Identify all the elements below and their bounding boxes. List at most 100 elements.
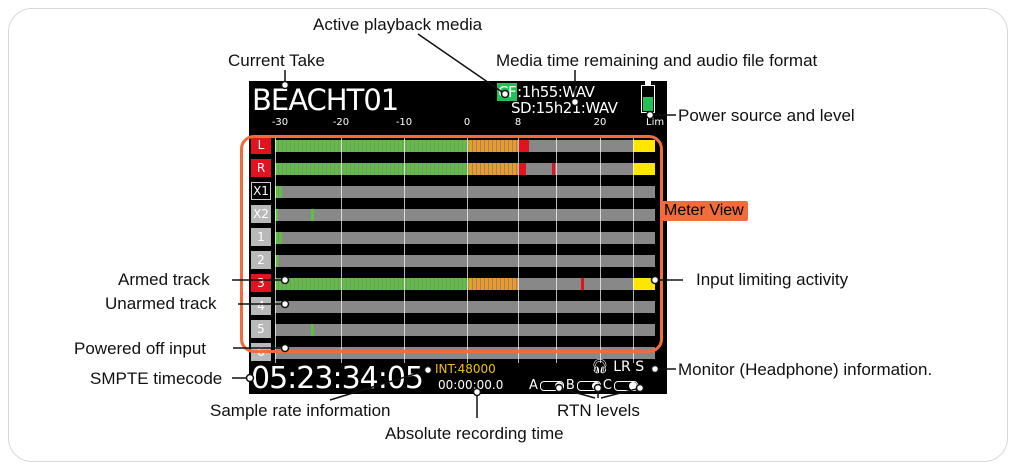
meter-gridline — [633, 135, 634, 363]
meter-row: L — [249, 135, 667, 155]
level-red — [518, 163, 526, 175]
meter-bar — [275, 232, 655, 244]
meter-row: 3 — [249, 273, 667, 293]
meter-bar — [275, 186, 655, 198]
track-label[interactable]: 2 — [251, 251, 271, 269]
meter-gridline — [404, 135, 405, 363]
track-label[interactable]: X2 — [251, 205, 271, 223]
rtn-a-label: A — [529, 378, 538, 393]
leader-dot-armed-track — [280, 275, 290, 285]
meter-gridline — [467, 135, 468, 363]
label-active-playback-media: Active playback media — [313, 15, 483, 34]
scale-tick-label: 8 — [514, 117, 522, 128]
track-label[interactable]: L — [251, 136, 271, 154]
battery-level-fill — [643, 97, 653, 111]
label-sample-rate-info: Sample rate information — [210, 401, 391, 420]
rtn-b-label: B — [565, 378, 575, 393]
meter-row: R — [249, 158, 667, 178]
meter-gridline — [341, 135, 342, 363]
meter-bar — [275, 278, 655, 290]
meter-gridline — [556, 135, 557, 363]
peak-hold-marker — [311, 209, 315, 221]
leader-dot-monitor — [650, 364, 660, 374]
label-powered-off-input: Powered off input — [74, 339, 206, 358]
leader-dot-media-time — [570, 97, 580, 107]
meter-bar — [275, 140, 655, 152]
leader-dot-current-take — [280, 80, 290, 90]
scale-tick-label: -30 — [271, 117, 289, 128]
absolute-time: 00:00:00.0 — [438, 378, 504, 392]
meter-row: 1 — [249, 227, 667, 247]
meter-bar — [275, 163, 655, 175]
label-media-time-remaining: Media time remaining and audio file form… — [496, 51, 818, 70]
label-rtn-levels: RTN levels — [557, 401, 640, 420]
meter-bar — [275, 324, 655, 336]
sample-rate: INT:48000 — [435, 362, 496, 376]
level-orange — [468, 163, 519, 175]
track-label[interactable]: R — [251, 159, 271, 177]
meter-bar — [275, 255, 655, 267]
peak-hold-marker — [525, 140, 529, 152]
leader-sample-rate — [329, 369, 429, 401]
meter-gridline — [518, 135, 519, 363]
leader-rtn-c — [600, 387, 641, 399]
smpte-timecode: 05:23:34:05 — [251, 361, 424, 394]
leader-dot-powered-off — [280, 343, 290, 353]
leader-dot-rtn-a — [554, 383, 564, 393]
leader-dot-rtn-c — [635, 383, 645, 393]
leader-dot-rtn-b — [593, 383, 603, 393]
leader-dot-power — [645, 110, 655, 120]
label-unarmed-track: Unarmed track — [105, 294, 217, 313]
track-label[interactable]: 3 — [251, 274, 271, 292]
track-label[interactable]: 1 — [251, 228, 271, 246]
meter-gridline — [275, 135, 276, 363]
leader-dot-active-media — [500, 89, 510, 99]
meter-bar — [275, 209, 655, 221]
leader-dot-input-limiting — [650, 275, 660, 285]
level-green — [275, 140, 469, 152]
headphone-icon: 🎧︎ — [591, 359, 609, 375]
monitor-info: 🎧︎ LR S — [591, 359, 644, 375]
meter-row: X2 — [249, 204, 667, 224]
monitor-mode: LR S — [613, 359, 645, 375]
scale-tick-label: -20 — [332, 117, 350, 128]
peak-hold-marker — [311, 324, 315, 336]
scale-tick-label: -10 — [395, 117, 413, 128]
label-input-limiting: Input limiting activity — [696, 270, 849, 289]
leader-dot-smpte — [245, 373, 255, 383]
level-orange — [468, 140, 519, 152]
label-monitor-info: Monitor (Headphone) information. — [678, 360, 933, 379]
level-green — [275, 186, 283, 198]
level-green — [275, 232, 283, 244]
meter-gridline — [600, 135, 601, 363]
limit-indicator — [633, 278, 655, 290]
level-green — [275, 255, 279, 267]
leader-active-media — [417, 33, 506, 95]
leader-dot-sample-rate — [423, 365, 433, 375]
level-green — [275, 278, 469, 290]
battery-cap — [645, 81, 651, 85]
leader-dot-unarmed-track — [280, 299, 290, 309]
track-label[interactable]: 4 — [251, 297, 271, 315]
level-green — [275, 163, 469, 175]
meter-view-label: Meter View — [660, 201, 748, 221]
level-orange — [468, 278, 519, 290]
meter-bar — [275, 301, 655, 313]
peak-hold-marker — [552, 163, 556, 175]
meter-view-frame — [240, 135, 663, 353]
recorder-screen: BEACHT01 CF:1h55:WAV SD:15h21:WAV -30-20… — [249, 81, 667, 394]
meter-row: 5 — [249, 319, 667, 339]
scale-tick-label: 20 — [593, 117, 607, 128]
track-label[interactable]: 5 — [251, 320, 271, 338]
label-power-source: Power source and level — [678, 106, 855, 125]
track-label[interactable]: X1 — [251, 182, 271, 200]
meter-row: X1 — [249, 181, 667, 201]
label-absolute-recording-time: Absolute recording time — [385, 424, 564, 443]
limit-indicator — [633, 163, 655, 175]
scale-tick-label: 0 — [463, 117, 471, 128]
meter-row: 4 — [249, 296, 667, 316]
meter-row: 2 — [249, 250, 667, 270]
limit-scale-label: Lim — [646, 117, 665, 128]
secondary-media-line: SD:15h21:WAV — [511, 99, 618, 117]
